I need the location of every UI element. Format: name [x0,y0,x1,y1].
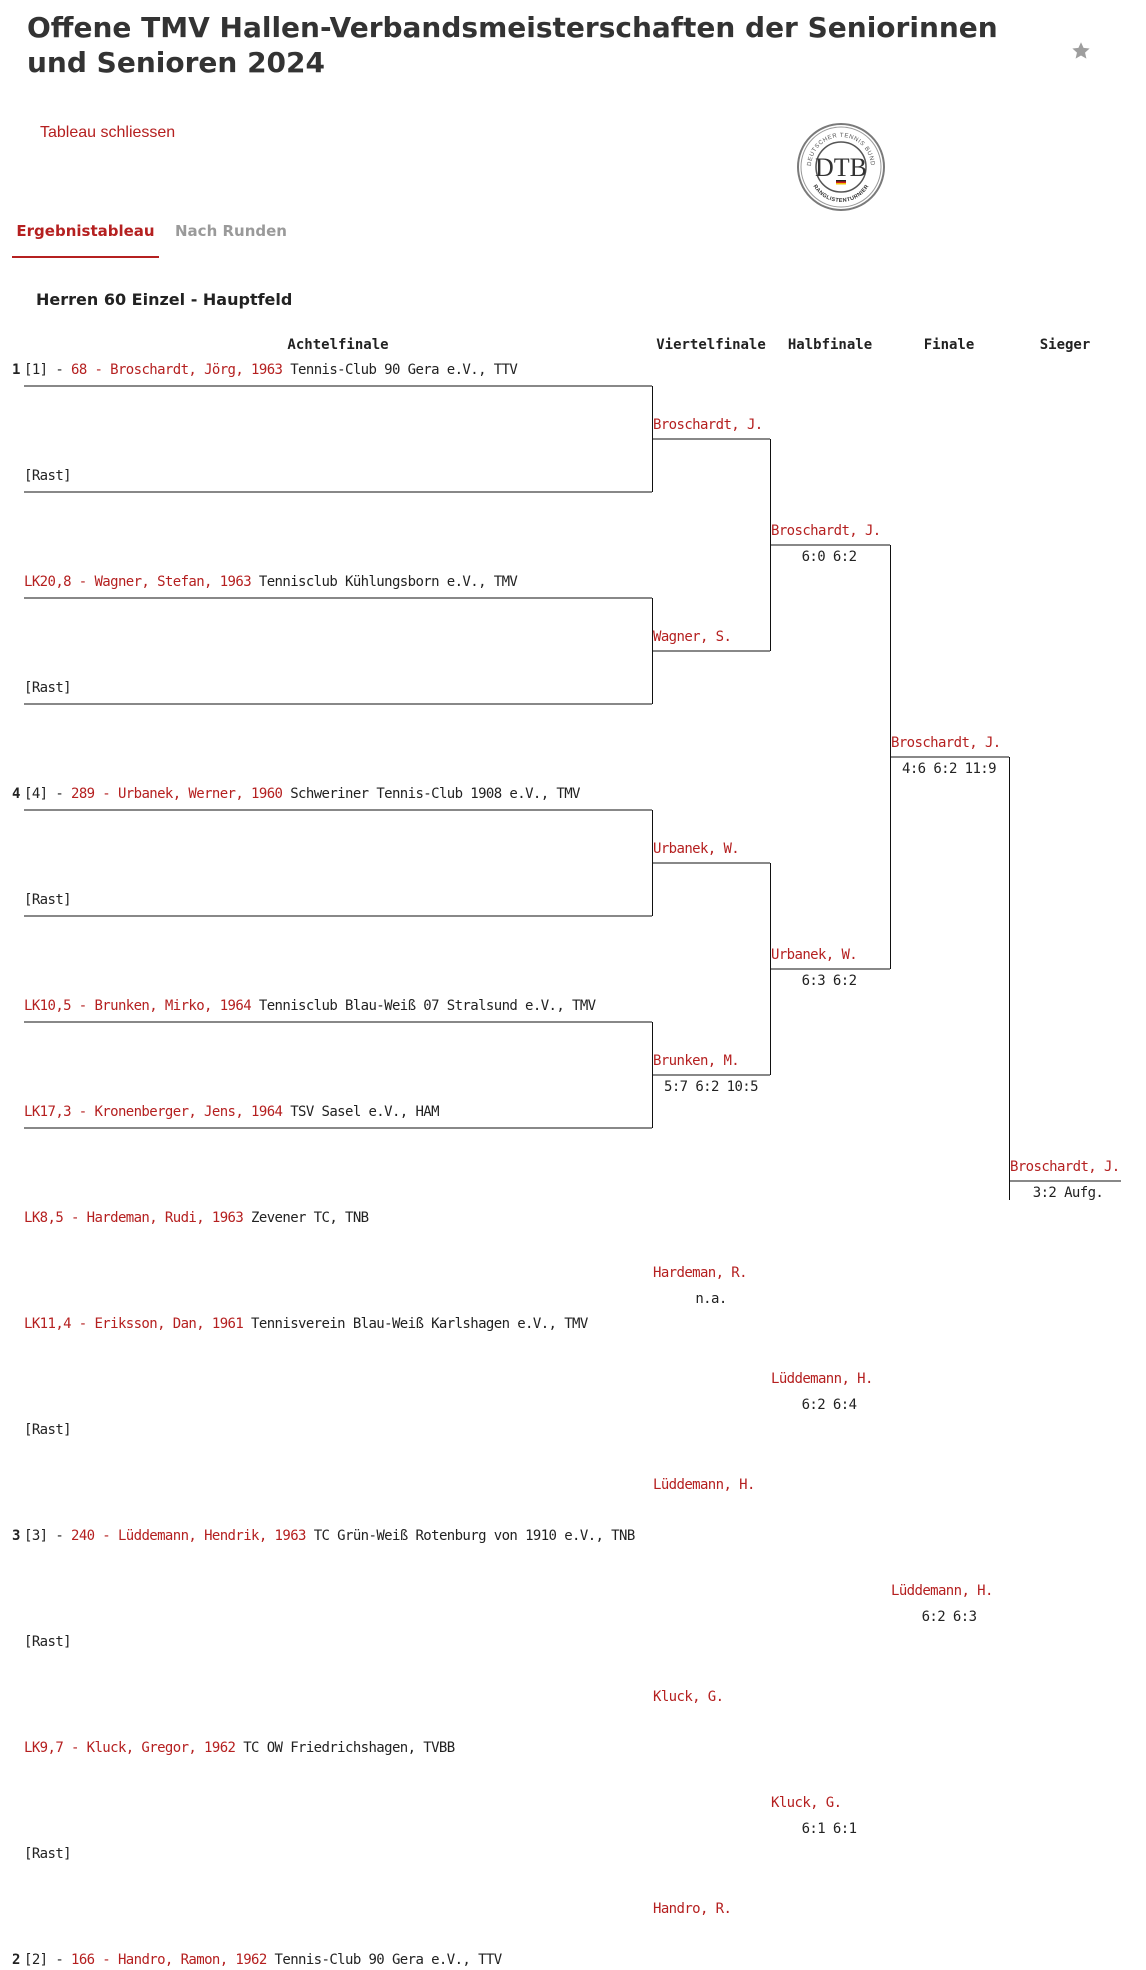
match-score: 6:2 6:3 [921,1609,977,1625]
club-name: TC Grün-Weiß Rotenburg von 1910 e.V., TN… [305,1528,636,1544]
match-score [652,441,770,461]
club-name: [Rast] [24,1634,72,1650]
club-name: TC OW Friedrichshagen, TVBB [235,1740,455,1756]
club-name: [Rast] [24,1422,72,1438]
match-score: 6:2 6:4 [801,1397,857,1413]
match-score [652,865,770,885]
draw-entry: LK9,7 - Kluck, Gregor, 1962 TC OW Friedr… [12,1738,455,1758]
bracket-lines [24,385,1121,1200]
match-score [652,1713,770,1733]
seed-number: 4 [12,786,20,802]
seed-label: [2] - [24,1952,71,1968]
seed-label: [1] - [24,362,71,378]
match-score: 4:6 6:2 11:9 [902,761,997,777]
winner-name[interactable]: Lüddemann, H. [653,1477,755,1493]
winner-name[interactable]: Handro, R. [653,1901,732,1917]
draw-entry: [Rast] [12,1632,72,1652]
tab-ergebnistableau[interactable]: Ergebnistableau [12,222,159,258]
winner-name[interactable]: Kluck, G. [653,1689,724,1705]
draw-title: Herren 60 Einzel - Hauptfeld [36,290,293,309]
round-header-sieger: Sieger [1039,337,1091,353]
winner-name[interactable]: Lüddemann, H. [891,1583,993,1599]
match-score: 5:7 6:2 10:5 [664,1079,759,1095]
match-score: 6:0 6:2 [801,549,857,565]
seed-number: 1 [12,362,20,378]
winner-name[interactable]: Kluck, G. [771,1795,842,1811]
club-name: Schweriner Tennis-Club 1908 e.V., TMV [282,786,580,802]
club-name: Tennisclub Kühlungsborn e.V., TMV [251,574,518,590]
draw-entry: 1[1] - 68 - Broschardt, Jörg, 1963 Tenni… [12,360,518,380]
draw-entry: LK10,5 - Brunken, Mirko, 1964 Tennisclub… [12,996,596,1016]
player-link[interactable]: LK20,8 - Wagner, Stefan, 1963 [24,574,252,590]
match-score [652,1925,770,1945]
winner-name[interactable]: Broschardt, J. [771,523,881,539]
draw-entry: LK17,3 - Kronenberger, Jens, 1964 TSV Sa… [12,1102,440,1122]
seed-number: 2 [12,1952,20,1968]
winner-name[interactable]: Urbanek, W. [771,947,858,963]
star-icon[interactable] [1070,40,1092,62]
player-link[interactable]: LK8,5 - Hardeman, Rudi, 1963 [24,1210,244,1226]
winner-name[interactable]: Broschardt, J. [1010,1159,1120,1175]
draw-entry: [Rast] [12,1420,72,1440]
club-name: Zevener TC, TNB [243,1210,369,1226]
round-header-achtelfinale: Achtelfinale [287,337,389,353]
winner-name[interactable]: Broschardt, J. [653,417,763,433]
club-name: [Rast] [24,680,72,696]
match-score: 6:1 6:1 [801,1821,857,1837]
page-title: Offene TMV Hallen-Verbandsmeisterschafte… [27,11,998,79]
winner-name[interactable]: Wagner, S. [653,629,732,645]
round-header-halbfinale: Halbfinale [787,337,873,353]
winner-name[interactable]: Brunken, M. [653,1053,740,1069]
match-score [652,1501,770,1521]
winner-name[interactable]: Urbanek, W. [653,841,740,857]
player-link[interactable]: 289 - Urbanek, Werner, 1960 [70,786,283,802]
club-name: Tennisclub Blau-Weiß 07 Stralsund e.V., … [251,998,596,1014]
club-name: [Rast] [24,892,72,908]
club-name: Tennisverein Blau-Weiß Karlshagen e.V., … [243,1316,588,1332]
match-score: 3:2 Aufg. [1032,1185,1104,1201]
draw-entry: [Rast] [12,890,72,910]
seed-number: 3 [12,1528,20,1544]
match-score: 6:3 6:2 [801,973,857,989]
match-score: n.a. [695,1291,727,1307]
player-link[interactable]: LK17,3 - Kronenberger, Jens, 1964 [24,1104,283,1120]
draw-entry: [Rast] [12,678,72,698]
draw-entry: [Rast] [12,1844,72,1864]
player-link[interactable]: 166 - Handro, Ramon, 1962 [70,1952,267,1968]
draw-entry: LK11,4 - Eriksson, Dan, 1961 Tennisverei… [12,1314,588,1334]
club-name: [Rast] [24,468,72,484]
club-name: TSV Sasel e.V., HAM [282,1104,439,1120]
winner-name[interactable]: Broschardt, J. [891,735,1001,751]
player-link[interactable]: LK11,4 - Eriksson, Dan, 1961 [24,1316,244,1332]
round-header-finale: Finale [923,337,975,353]
winner-name[interactable]: Hardeman, R. [653,1265,748,1281]
club-name: Tennis-Club 90 Gera e.V., TTV [282,362,518,378]
winner-name[interactable]: Lüddemann, H. [771,1371,873,1387]
dtb-logo: DEUTSCHER TENNIS BUND RANGLISTENTURNIER … [797,123,885,211]
draw-entry: 2[2] - 166 - Handro, Ramon, 1962 Tennis-… [12,1950,502,1970]
player-link[interactable]: LK10,5 - Brunken, Mirko, 1964 [24,998,252,1014]
draw-entry: LK8,5 - Hardeman, Rudi, 1963 Zevener TC,… [12,1208,369,1228]
club-name: Tennis-Club 90 Gera e.V., TTV [266,1952,503,1968]
draw-entry: 3[3] - 240 - Lüddemann, Hendrik, 1963 TC… [12,1526,635,1546]
logo-letters: DTB [815,153,867,182]
seed-label: [4] - [24,786,71,802]
club-name: [Rast] [24,1846,72,1862]
draw-entry: [Rast] [12,466,72,486]
tab-nach-runden[interactable]: Nach Runden [175,222,287,240]
draw-entry: 4[4] - 289 - Urbanek, Werner, 1960 Schwe… [12,784,580,804]
draw-entry: LK20,8 - Wagner, Stefan, 1963 Tennisclub… [12,572,518,592]
player-link[interactable]: 68 - Broschardt, Jörg, 1963 [70,362,283,378]
player-link[interactable]: 240 - Lüddemann, Hendrik, 1963 [70,1528,306,1544]
seed-label: [3] - [24,1528,71,1544]
round-header-viertelfinale: Viertelfinale [656,337,766,353]
close-tableau-link[interactable]: Tableau schliessen [40,124,176,141]
match-score [652,653,770,673]
player-link[interactable]: LK9,7 - Kluck, Gregor, 1962 [24,1740,236,1756]
